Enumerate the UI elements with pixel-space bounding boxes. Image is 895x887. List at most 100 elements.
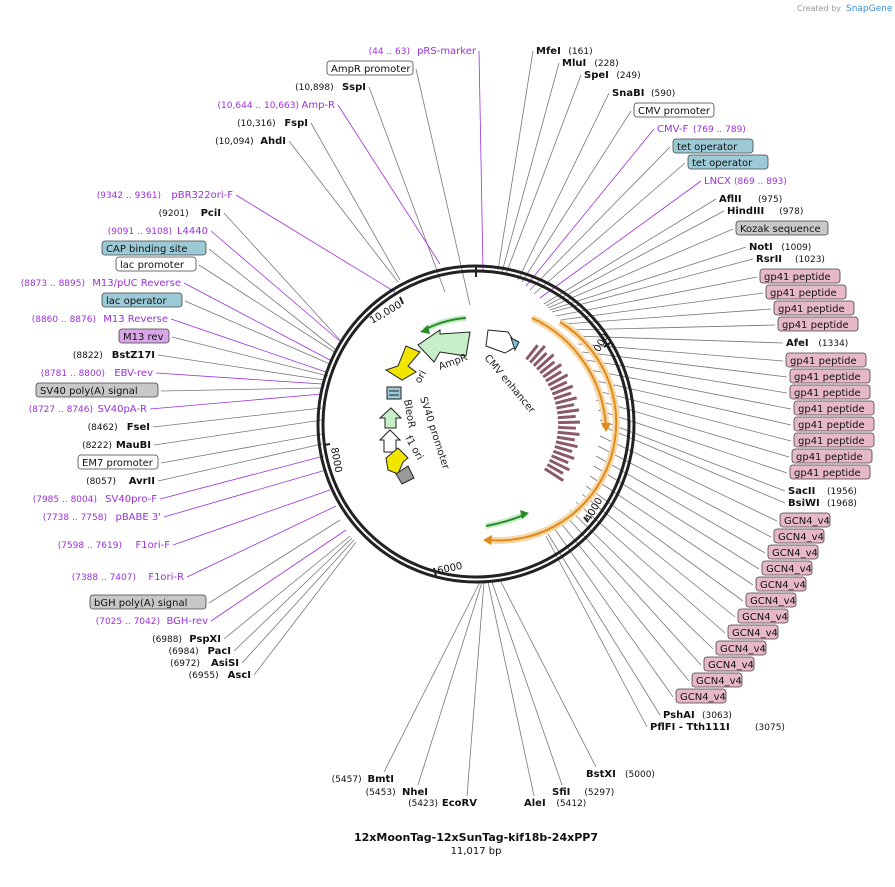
green-arc-2-head (520, 510, 529, 519)
site-spei[interactable]: SpeI(249) (584, 70, 641, 81)
svg-text:CMV enhancer: CMV enhancer (482, 353, 538, 416)
site-ebv-rev[interactable]: EBV-rev(8781 .. 8800) (41, 368, 153, 379)
feature-bleor: BleoR (378, 386, 417, 429)
site-aflii[interactable]: AflII(975) (719, 194, 782, 205)
site-gcn4-v4[interactable]: GCN4_v4 (703, 656, 755, 672)
feature-box (789, 464, 871, 480)
site-name: GCN4_v4 (720, 644, 766, 655)
site-m13-puc-reverse[interactable]: M13/pUC Reverse(8873 .. 8895) (21, 278, 181, 289)
site-pshai[interactable]: PshAI(3063) (663, 710, 732, 721)
site-lac-operator[interactable]: lac operator (101, 292, 183, 308)
site-em7-promoter[interactable]: EM7 promoter (77, 454, 159, 470)
site-prs-marker[interactable]: pRS-marker(44 .. 63) (369, 46, 477, 57)
site-bgh-poly-a-signal[interactable]: bGH poly(A) signal (89, 594, 207, 610)
site-sv40pa-r[interactable]: SV40pA-R(8727 .. 8746) (29, 404, 147, 415)
site-cmv-promoter[interactable]: CMV promoter (633, 102, 715, 118)
site-gp41-peptide[interactable]: gp41 peptide (773, 300, 855, 316)
site-pspxi[interactable]: PspXI(6988) (152, 634, 221, 645)
site-position: (5412) (556, 799, 586, 809)
site-gp41-peptide[interactable]: gp41 peptide (791, 448, 873, 464)
site-gp41-peptide[interactable]: gp41 peptide (785, 352, 867, 368)
site-name: AmpR promoter (331, 64, 411, 75)
orange-arc-1-head (601, 423, 611, 432)
site-alei[interactable]: AleI(5412) (524, 798, 586, 809)
site-pbr322ori-f[interactable]: pBR322ori-F(9342 .. 9361) (97, 190, 234, 201)
site-nhei[interactable]: NheI(5453) (366, 787, 428, 798)
site-snabi[interactable]: SnaBI(590) (612, 88, 675, 99)
site-m13-rev[interactable]: M13 rev (118, 328, 170, 344)
site-name: GCN4_v4 (772, 548, 818, 559)
site-gp41-peptide[interactable]: gp41 peptide (793, 416, 875, 432)
site-gp41-peptide[interactable]: gp41 peptide (789, 464, 871, 480)
site-sacii[interactable]: SacII(1956) (788, 486, 857, 497)
site-gp41-peptide[interactable]: gp41 peptide (793, 400, 875, 416)
site-gp41-peptide[interactable]: gp41 peptide (777, 316, 859, 332)
site-paci[interactable]: PacI(6984) (169, 646, 231, 657)
site-gcn4-v4[interactable]: GCN4_v4 (745, 592, 797, 608)
site-gcn4-v4[interactable]: GCN4_v4 (691, 672, 743, 688)
site-asisi[interactable]: AsiSI(6972) (170, 658, 239, 669)
site-sv40pro-f[interactable]: SV40pro-F(7985 .. 8004) (33, 494, 158, 505)
site-kozak-sequence[interactable]: Kozak sequence (735, 220, 829, 236)
site-gcn4-v4[interactable]: GCN4_v4 (761, 560, 813, 576)
site-bstxi[interactable]: BstXI(5000) (586, 769, 655, 780)
site-mfei[interactable]: MfeI(161) (536, 46, 593, 57)
site-ecorv[interactable]: EcoRV(5423) (408, 798, 477, 809)
site-gcn4-v4[interactable]: GCN4_v4 (767, 544, 819, 560)
site-f1ori-r[interactable]: F1ori-R(7388 .. 7407) (72, 572, 184, 583)
site-bstz17i[interactable]: BstZ17I(8822) (73, 350, 155, 361)
site-afei[interactable]: AfeI(1334) (786, 338, 848, 349)
site-sfii[interactable]: SfiI(5297) (552, 787, 614, 798)
site-fspi[interactable]: FspI(10,316) (237, 118, 308, 129)
site-gcn4-v4[interactable]: GCN4_v4 (727, 624, 779, 640)
site-name: RsrII (756, 254, 782, 265)
site-lncx[interactable]: LNCX(869 .. 893) (704, 176, 787, 187)
site-cap-binding-site[interactable]: CAP binding site (101, 240, 207, 256)
site-maubi[interactable]: MauBI(8222) (82, 440, 151, 451)
site-lac-promoter[interactable]: lac promoter (115, 256, 197, 272)
site-bmti[interactable]: BmtI(5457) (332, 774, 394, 785)
site-gp41-peptide[interactable]: gp41 peptide (789, 368, 871, 384)
site-name: pBR322ori-F (171, 190, 233, 201)
site-gcn4-v4[interactable]: GCN4_v4 (737, 608, 789, 624)
site-fsei[interactable]: FseI(8462) (88, 422, 150, 433)
site-amp-r[interactable]: Amp-R(10,644 .. 10,663) (218, 100, 335, 111)
site-sv40-poly-a-signal[interactable]: SV40 poly(A) signal (35, 382, 159, 398)
site-name: GCN4_v4 (784, 516, 830, 527)
site-mlui[interactable]: MluI(228) (562, 58, 619, 69)
site-bsiwi[interactable]: BsiWI(1968) (788, 498, 857, 509)
site-tet-operator[interactable]: tet operator (687, 154, 769, 170)
site-cmv-f[interactable]: CMV-F(769 .. 789) (657, 124, 746, 135)
site-ampr-promoter[interactable]: AmpR promoter (326, 60, 414, 76)
site-asci[interactable]: AscI(6955) (189, 670, 251, 681)
site-m13-reverse[interactable]: M13 Reverse(8860 .. 8876) (32, 314, 168, 325)
site-sspi[interactable]: SspI(10,898) (295, 82, 366, 93)
site-noti[interactable]: NotI(1009) (749, 242, 811, 253)
site-hindiii[interactable]: HindIII(978) (727, 206, 803, 217)
site-f1ori-f[interactable]: F1ori-F(7598 .. 7619) (58, 540, 171, 551)
site-gcn4-v4[interactable]: GCN4_v4 (715, 640, 767, 656)
site-rsrii[interactable]: RsrII(1023) (756, 254, 825, 265)
site-bgh-rev[interactable]: BGH-rev(7025 .. 7042) (96, 616, 208, 627)
site-tet-operator[interactable]: tet operator (672, 138, 754, 154)
site-pcii[interactable]: PciI(9201) (159, 208, 221, 219)
site-gp41-peptide[interactable]: gp41 peptide (759, 268, 841, 284)
site-name: GCN4_v4 (696, 676, 742, 687)
site-pflfi-tth111i[interactable]: PflFI - Tth111I(3075) (650, 722, 785, 733)
site-gcn4-v4[interactable]: GCN4_v4 (755, 576, 807, 592)
site-gp41-peptide[interactable]: gp41 peptide (765, 284, 847, 300)
site-ahdi[interactable]: AhdI(10,094) (215, 136, 286, 147)
site-gp41-peptide[interactable]: gp41 peptide (793, 432, 875, 448)
site-gcn4-v4[interactable]: GCN4_v4 (779, 512, 831, 528)
site-gp41-peptide[interactable]: gp41 peptide (789, 384, 871, 400)
site-l4440[interactable]: L4440(9091 .. 9108) (108, 226, 208, 237)
tag-block (557, 430, 580, 437)
site-name: PspXI (189, 634, 221, 645)
site-gcn4-v4[interactable]: GCN4_v4 (773, 528, 825, 544)
site-name: SacII (788, 486, 815, 497)
feature-box (773, 300, 855, 316)
site-pbabe-3[interactable]: pBABE 3'(7738 .. 7758) (43, 512, 161, 523)
site-gcn4-v4[interactable]: GCN4_v4 (675, 688, 727, 704)
site-avrii[interactable]: AvrII(8057) (86, 476, 155, 487)
feature-box (118, 328, 170, 344)
